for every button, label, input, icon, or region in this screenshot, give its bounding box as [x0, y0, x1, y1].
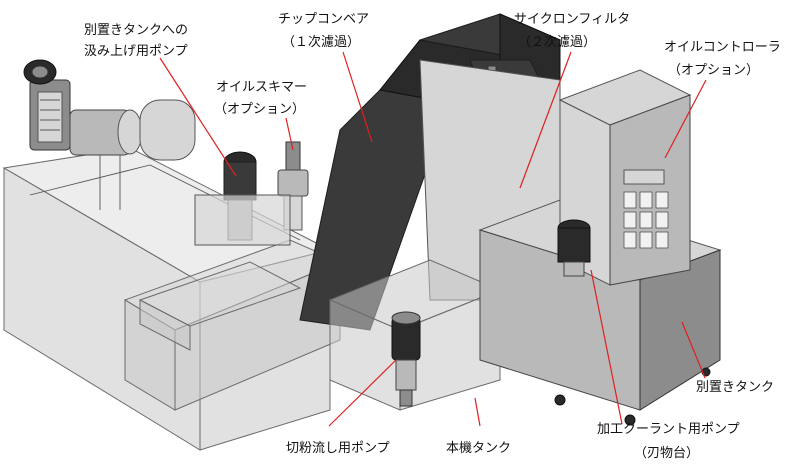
label-main-tank: 本機タンク	[446, 441, 511, 456]
leader-chip-conveyor	[342, 51, 373, 143]
leader-oil-skimmer	[285, 117, 294, 151]
label-oil-controller-line1: オイルコントローラ	[664, 40, 781, 55]
label-transfer-pump-line1: 別置きタンクへの	[84, 23, 188, 38]
label-chip-conveyor-line2: （１次濾過）	[282, 34, 360, 50]
label-cyclone-filter-line2: （２次濾過）	[518, 34, 596, 50]
transfer-pump	[23, 59, 196, 210]
leader-cyclone-filter	[519, 51, 572, 189]
leader-coolant-pump	[590, 269, 623, 425]
label-oil-controller-line2: （オプション）	[668, 63, 759, 78]
coolant-pump	[557, 219, 591, 277]
leader-main-tank	[474, 397, 481, 427]
leader-oil-controller	[664, 79, 707, 159]
leader-separate-tank	[681, 321, 706, 379]
label-cyclone-filter-line1: サイクロンフィルタ	[514, 12, 630, 27]
label-chip-flush-pump: 切粉流し用ポンプ	[286, 441, 390, 456]
label-transfer-pump-line2: 汲み上げ用ポンプ	[84, 44, 188, 59]
label-oil-skimmer-line2: （オプション）	[214, 102, 305, 117]
chip-flush-pump	[391, 311, 421, 407]
oil-skimmer	[194, 141, 309, 246]
leader-chip-flush-pump	[328, 359, 397, 427]
label-chip-conveyor-line1: チップコンベア	[278, 12, 369, 27]
label-coolant-pump-line1: 加工クーラント用ポンプ	[597, 422, 740, 437]
leader-lines	[159, 51, 707, 427]
main-tank-body	[2, 147, 342, 451]
label-coolant-pump-line2: （刃物台）	[634, 446, 699, 461]
chip-tray	[138, 261, 302, 351]
label-separate-tank: 別置きタンク	[696, 380, 774, 395]
leader-transfer-pump	[159, 57, 237, 177]
label-oil-skimmer-line1: オイルスキマー	[216, 80, 307, 95]
